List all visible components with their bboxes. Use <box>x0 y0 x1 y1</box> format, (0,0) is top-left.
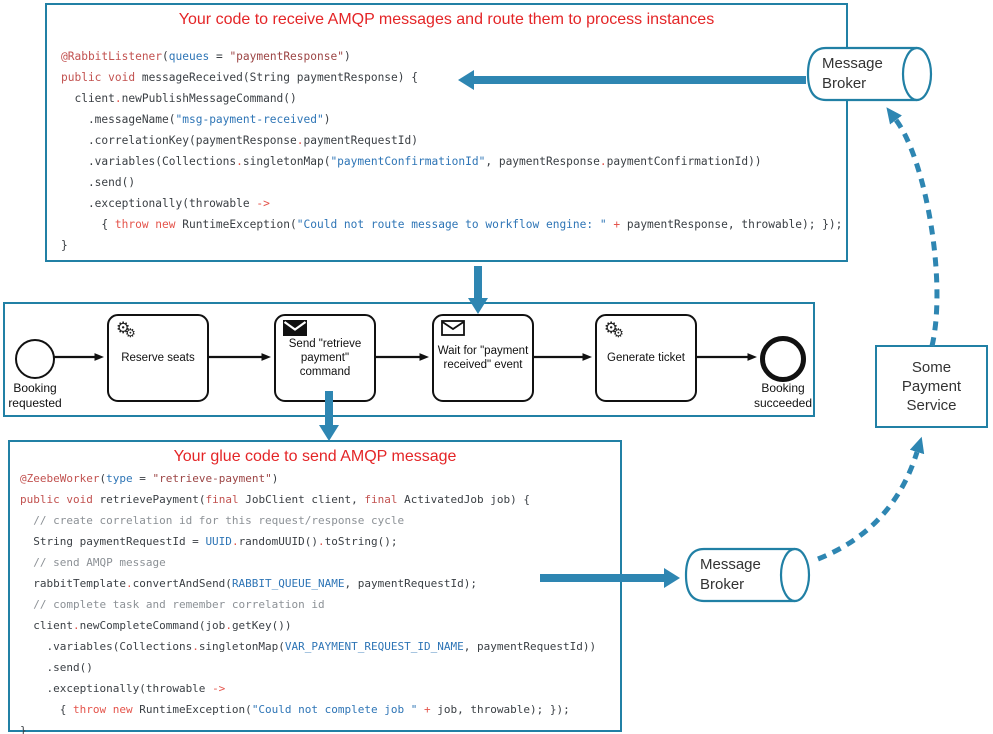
code-line: @ZeebeWorker(type = "retrieve-payment") <box>20 472 279 485</box>
start-event-label: Booking requested <box>8 381 62 410</box>
code-line: } <box>61 239 68 252</box>
code-line: String paymentRequestId = UUID.randomUUI… <box>20 535 398 548</box>
code-line: .send() <box>20 661 93 674</box>
code-line: public void retrievePayment(final JobCli… <box>20 493 530 506</box>
code-line: client.newCompleteCommand(job.getKey()) <box>20 619 292 632</box>
code-line: .exceptionally(throwable -> <box>20 682 226 695</box>
code-line: .messageName("msg-payment-received") <box>61 113 331 126</box>
bpmn-task: ⚙⚙ Reserve seats <box>107 314 209 402</box>
code-line: // send AMQP message <box>20 556 166 569</box>
bpmn-task: Send "retrieve payment" command <box>274 314 376 402</box>
cylinder-icon <box>806 46 933 102</box>
code-line: // complete task and remember correlatio… <box>20 598 325 611</box>
code-line: // create correlation id for this reques… <box>20 514 405 527</box>
bpmn-task: ⚙⚙ Generate ticket <box>595 314 697 402</box>
message-broker-bottom-label: Message Broker <box>700 556 761 593</box>
code-line: { throw new RuntimeException("Could not … <box>61 218 843 231</box>
payment-service-box: Some Payment Service <box>875 345 988 428</box>
message-broker-bottom: Message Broker <box>682 547 814 603</box>
service-gears-icon: ⚙⚙ <box>116 318 136 340</box>
send-envelope-icon <box>283 320 307 336</box>
end-event-label: Booking succeeded <box>753 381 813 410</box>
bpmn-start-event <box>15 339 55 379</box>
code-line: .correlationKey(paymentResponse.paymentR… <box>61 134 419 147</box>
bpmn-task-label: Reserve seats <box>121 352 195 364</box>
bpmn-task-label: Send "retrieve payment" command <box>288 338 362 378</box>
message-broker-top-label: Message Broker <box>822 55 883 92</box>
code-line: .exceptionally(throwable -> <box>61 197 270 210</box>
code-line: @RabbitListener(queues = "paymentRespons… <box>61 50 351 63</box>
code-line: public void messageReceived(String payme… <box>61 71 418 84</box>
code-line: .variables(Collections.singletonMap(VAR_… <box>20 640 597 653</box>
glue-code-box: Your glue code to send AMQP message @Zee… <box>8 440 622 734</box>
code-line: client.newPublishMessageCommand() <box>61 92 297 105</box>
receive-code-title: Your code to receive AMQP messages and r… <box>178 11 715 28</box>
glue-code-snippet: @ZeebeWorker(type = "retrieve-payment") p… <box>20 468 596 734</box>
dashed-arrow-broker-bottom-to-payment-service <box>817 436 925 562</box>
bpmn-task-label: Wait for "payment received" event <box>437 345 529 371</box>
receive-envelope-icon <box>441 320 465 336</box>
bpmn-task-label: Generate ticket <box>607 352 685 364</box>
dashed-arrow-payment-service-to-broker-top <box>886 107 940 347</box>
receive-code-snippet: @RabbitListener(queues = "paymentRespons… <box>61 46 842 256</box>
receive-code-box: Your code to receive AMQP messages and r… <box>45 3 848 262</box>
bpmn-process-container: Booking requested ⚙⚙ Reserve seats Send "r… <box>3 302 815 417</box>
service-gears-icon: ⚙⚙ <box>604 318 624 340</box>
code-line: .send() <box>61 176 136 189</box>
code-line: rabbitTemplate.convertAndSend(RABBIT_QUE… <box>20 577 477 590</box>
bpmn-end-event <box>760 336 806 382</box>
glue-code-title: Your glue code to send AMQP message <box>173 448 457 465</box>
code-line: { throw new RuntimeException("Could not … <box>20 703 570 716</box>
code-line: } <box>20 724 27 734</box>
code-line: .variables(Collections.singletonMap("pay… <box>61 155 762 168</box>
cylinder-icon <box>684 547 811 603</box>
message-broker-top: Message Broker <box>804 46 936 102</box>
payment-service-label: Some Payment Service <box>901 359 962 414</box>
bpmn-task: Wait for "payment received" event <box>432 314 534 402</box>
